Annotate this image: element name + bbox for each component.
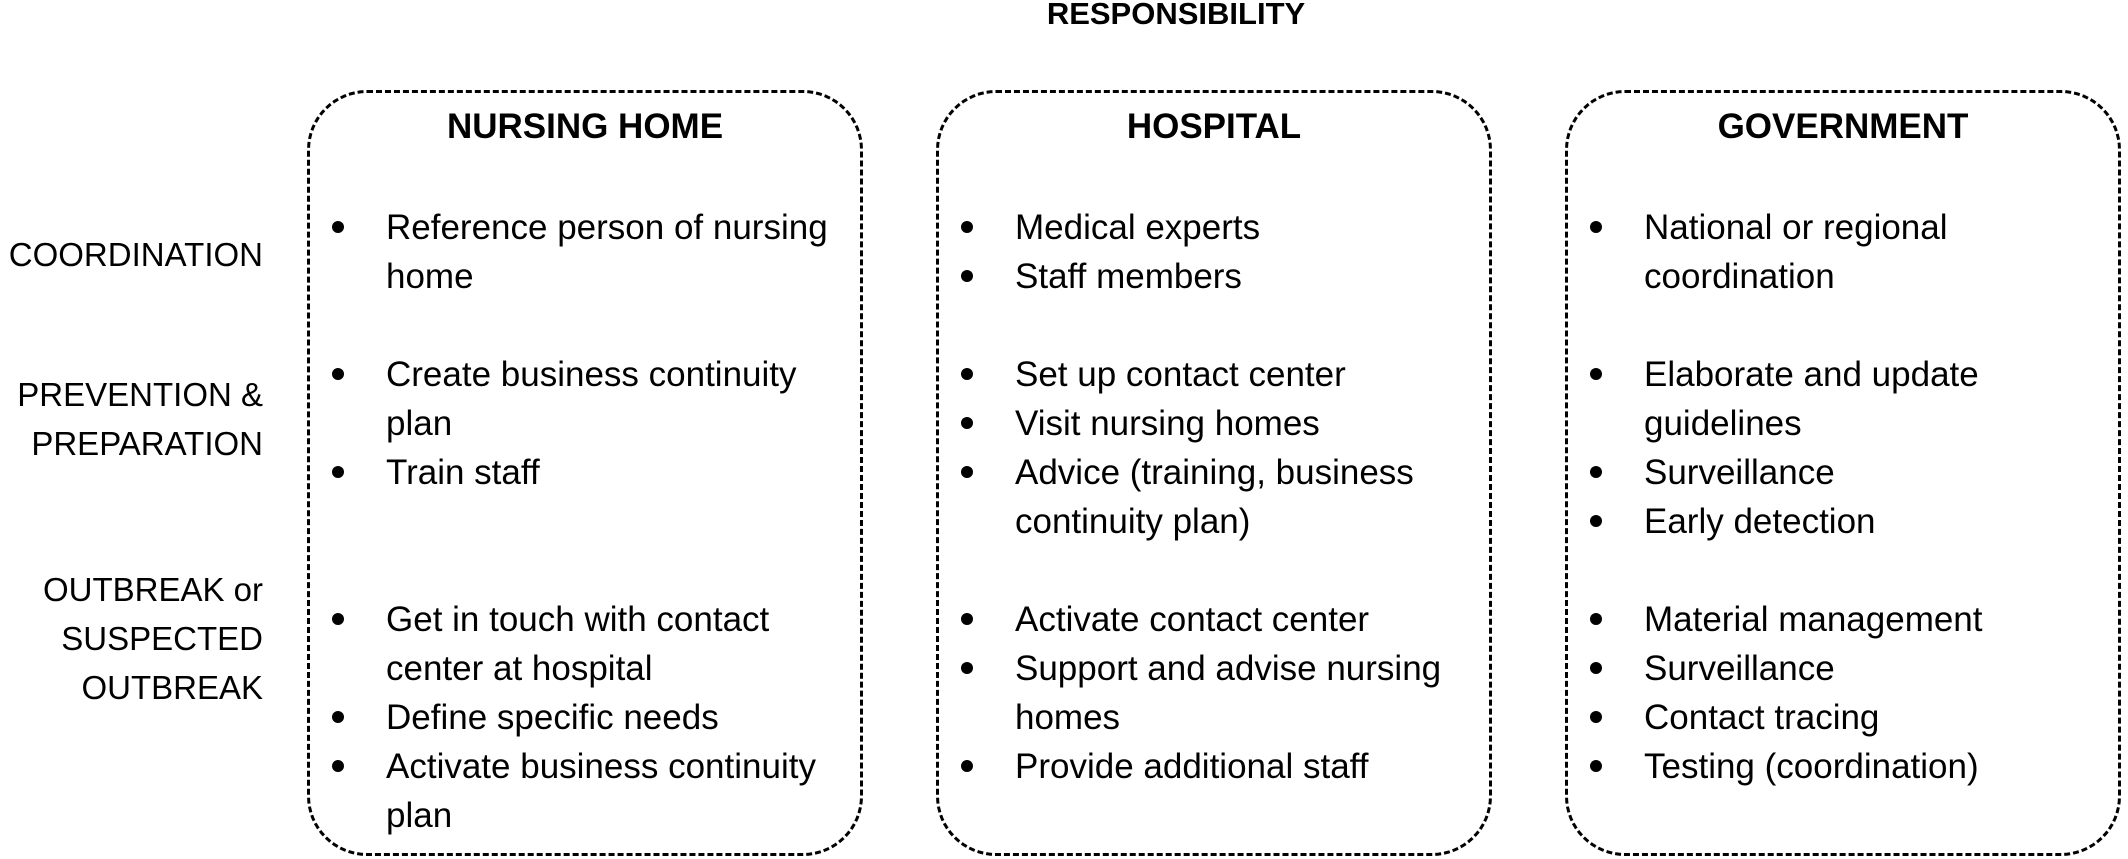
list-item-text: Elaborate and update guidelines <box>1644 355 1979 443</box>
list-item-text: Support and advise nursing homes <box>1015 649 1442 737</box>
bullet-icon <box>1590 515 1602 527</box>
list-item-text: Testing (coordination) <box>1644 747 1979 786</box>
list-item: Early detection <box>1568 497 2118 546</box>
bullet-icon <box>1590 613 1602 625</box>
list-item-text: Medical experts <box>1015 208 1261 247</box>
row-label-prevention: PREVENTION & PREPARATION <box>17 370 263 468</box>
list-item: Define specific needs <box>310 693 860 742</box>
prevention-list: Set up contact center Visit nursing home… <box>939 350 1489 546</box>
row-label-line: OUTBREAK or <box>42 571 263 608</box>
list-item-text: Early detection <box>1644 502 1876 541</box>
prevention-list: Elaborate and update guidelines Surveill… <box>1568 350 2118 546</box>
outbreak-list: Activate contact center Support and advi… <box>939 595 1489 791</box>
coordination-list: Reference person of nursing home <box>310 203 860 301</box>
list-item: Surveillance <box>1568 448 2118 497</box>
outbreak-list: Material management Surveillance Contact… <box>1568 595 2118 791</box>
list-item-text: Provide additional staff <box>1015 747 1369 786</box>
bullet-icon <box>1590 662 1602 674</box>
bullet-icon <box>961 760 973 772</box>
list-item-text: Activate business continuity plan <box>386 747 816 835</box>
column-header: GOVERNMENT <box>1717 107 1969 146</box>
list-item: Activate business continuity plan <box>310 742 860 840</box>
list-item-text: Train staff <box>386 453 540 492</box>
bullet-icon <box>1590 466 1602 478</box>
bullet-icon <box>1590 711 1602 723</box>
diagram-title: RESPONSIBILITY <box>1046 0 1306 31</box>
bullet-icon <box>961 662 973 674</box>
list-item-text: National or regional coordination <box>1644 208 1948 296</box>
row-label-outbreak: OUTBREAK or SUSPECTED OUTBREAK <box>43 565 263 712</box>
bullet-icon <box>1590 221 1602 233</box>
bullet-icon <box>961 417 973 429</box>
bullet-icon <box>332 368 344 380</box>
row-label-line: PREPARATION <box>31 425 263 462</box>
list-item: Set up contact center <box>939 350 1489 399</box>
list-item-text: Get in touch with contact center at hosp… <box>386 600 770 688</box>
list-item-text: Set up contact center <box>1015 355 1346 394</box>
coordination-list: National or regional coordination <box>1568 203 2118 301</box>
list-item: Staff members <box>939 252 1489 301</box>
list-item: Train staff <box>310 448 860 497</box>
list-item: Material management <box>1568 595 2118 644</box>
column-government: GOVERNMENT National or regional coordina… <box>1565 90 2121 856</box>
list-item: Surveillance <box>1568 644 2118 693</box>
list-item: Contact tracing <box>1568 693 2118 742</box>
list-item-text: Contact tracing <box>1644 698 1880 737</box>
row-label-line: COORDINATION <box>8 236 263 273</box>
bullet-icon <box>1590 368 1602 380</box>
list-item: National or regional coordination <box>1568 203 2118 301</box>
list-item-text: Define specific needs <box>386 698 719 737</box>
bullet-icon <box>1590 760 1602 772</box>
list-item-text: Material management <box>1644 600 1983 639</box>
coordination-list: Medical experts Staff members <box>939 203 1489 301</box>
row-label-line: SUSPECTED <box>61 620 263 657</box>
prevention-list: Create business continuity plan Train st… <box>310 350 860 497</box>
list-item: Provide additional staff <box>939 742 1489 791</box>
list-item-text: Visit nursing homes <box>1015 404 1320 443</box>
list-item: Advice (training, business continuity pl… <box>939 448 1489 546</box>
list-item: Get in touch with contact center at hosp… <box>310 595 860 693</box>
list-item: Medical experts <box>939 203 1489 252</box>
bullet-icon <box>332 613 344 625</box>
list-item-text: Surveillance <box>1644 453 1835 492</box>
bullet-icon <box>332 760 344 772</box>
list-item: Elaborate and update guidelines <box>1568 350 2118 448</box>
bullet-icon <box>332 221 344 233</box>
row-label-line: OUTBREAK <box>81 669 263 706</box>
list-item-text: Activate contact center <box>1015 600 1370 639</box>
column-hospital: HOSPITAL Medical experts Staff members S… <box>936 90 1492 856</box>
outbreak-list: Get in touch with contact center at hosp… <box>310 595 860 840</box>
row-label-line: PREVENTION & <box>17 376 263 413</box>
column-header: NURSING HOME <box>446 107 724 146</box>
column-nursing-home: NURSING HOME Reference person of nursing… <box>307 90 863 856</box>
bullet-icon <box>961 221 973 233</box>
row-label-coordination: COORDINATION <box>9 230 263 279</box>
list-item-text: Reference person of nursing home <box>386 208 828 296</box>
bullet-icon <box>332 711 344 723</box>
list-item: Testing (coordination) <box>1568 742 2118 791</box>
list-item: Support and advise nursing homes <box>939 644 1489 742</box>
bullet-icon <box>961 466 973 478</box>
list-item: Visit nursing homes <box>939 399 1489 448</box>
list-item: Create business continuity plan <box>310 350 860 448</box>
list-item-text: Create business continuity plan <box>386 355 797 443</box>
list-item: Activate contact center <box>939 595 1489 644</box>
bullet-icon <box>961 270 973 282</box>
list-item-text: Staff members <box>1015 257 1242 296</box>
column-header: HOSPITAL <box>1126 107 1302 146</box>
list-item-text: Surveillance <box>1644 649 1835 688</box>
bullet-icon <box>961 613 973 625</box>
bullet-icon <box>961 368 973 380</box>
list-item-text: Advice (training, business continuity pl… <box>1015 453 1414 541</box>
list-item: Reference person of nursing home <box>310 203 860 301</box>
bullet-icon <box>332 466 344 478</box>
